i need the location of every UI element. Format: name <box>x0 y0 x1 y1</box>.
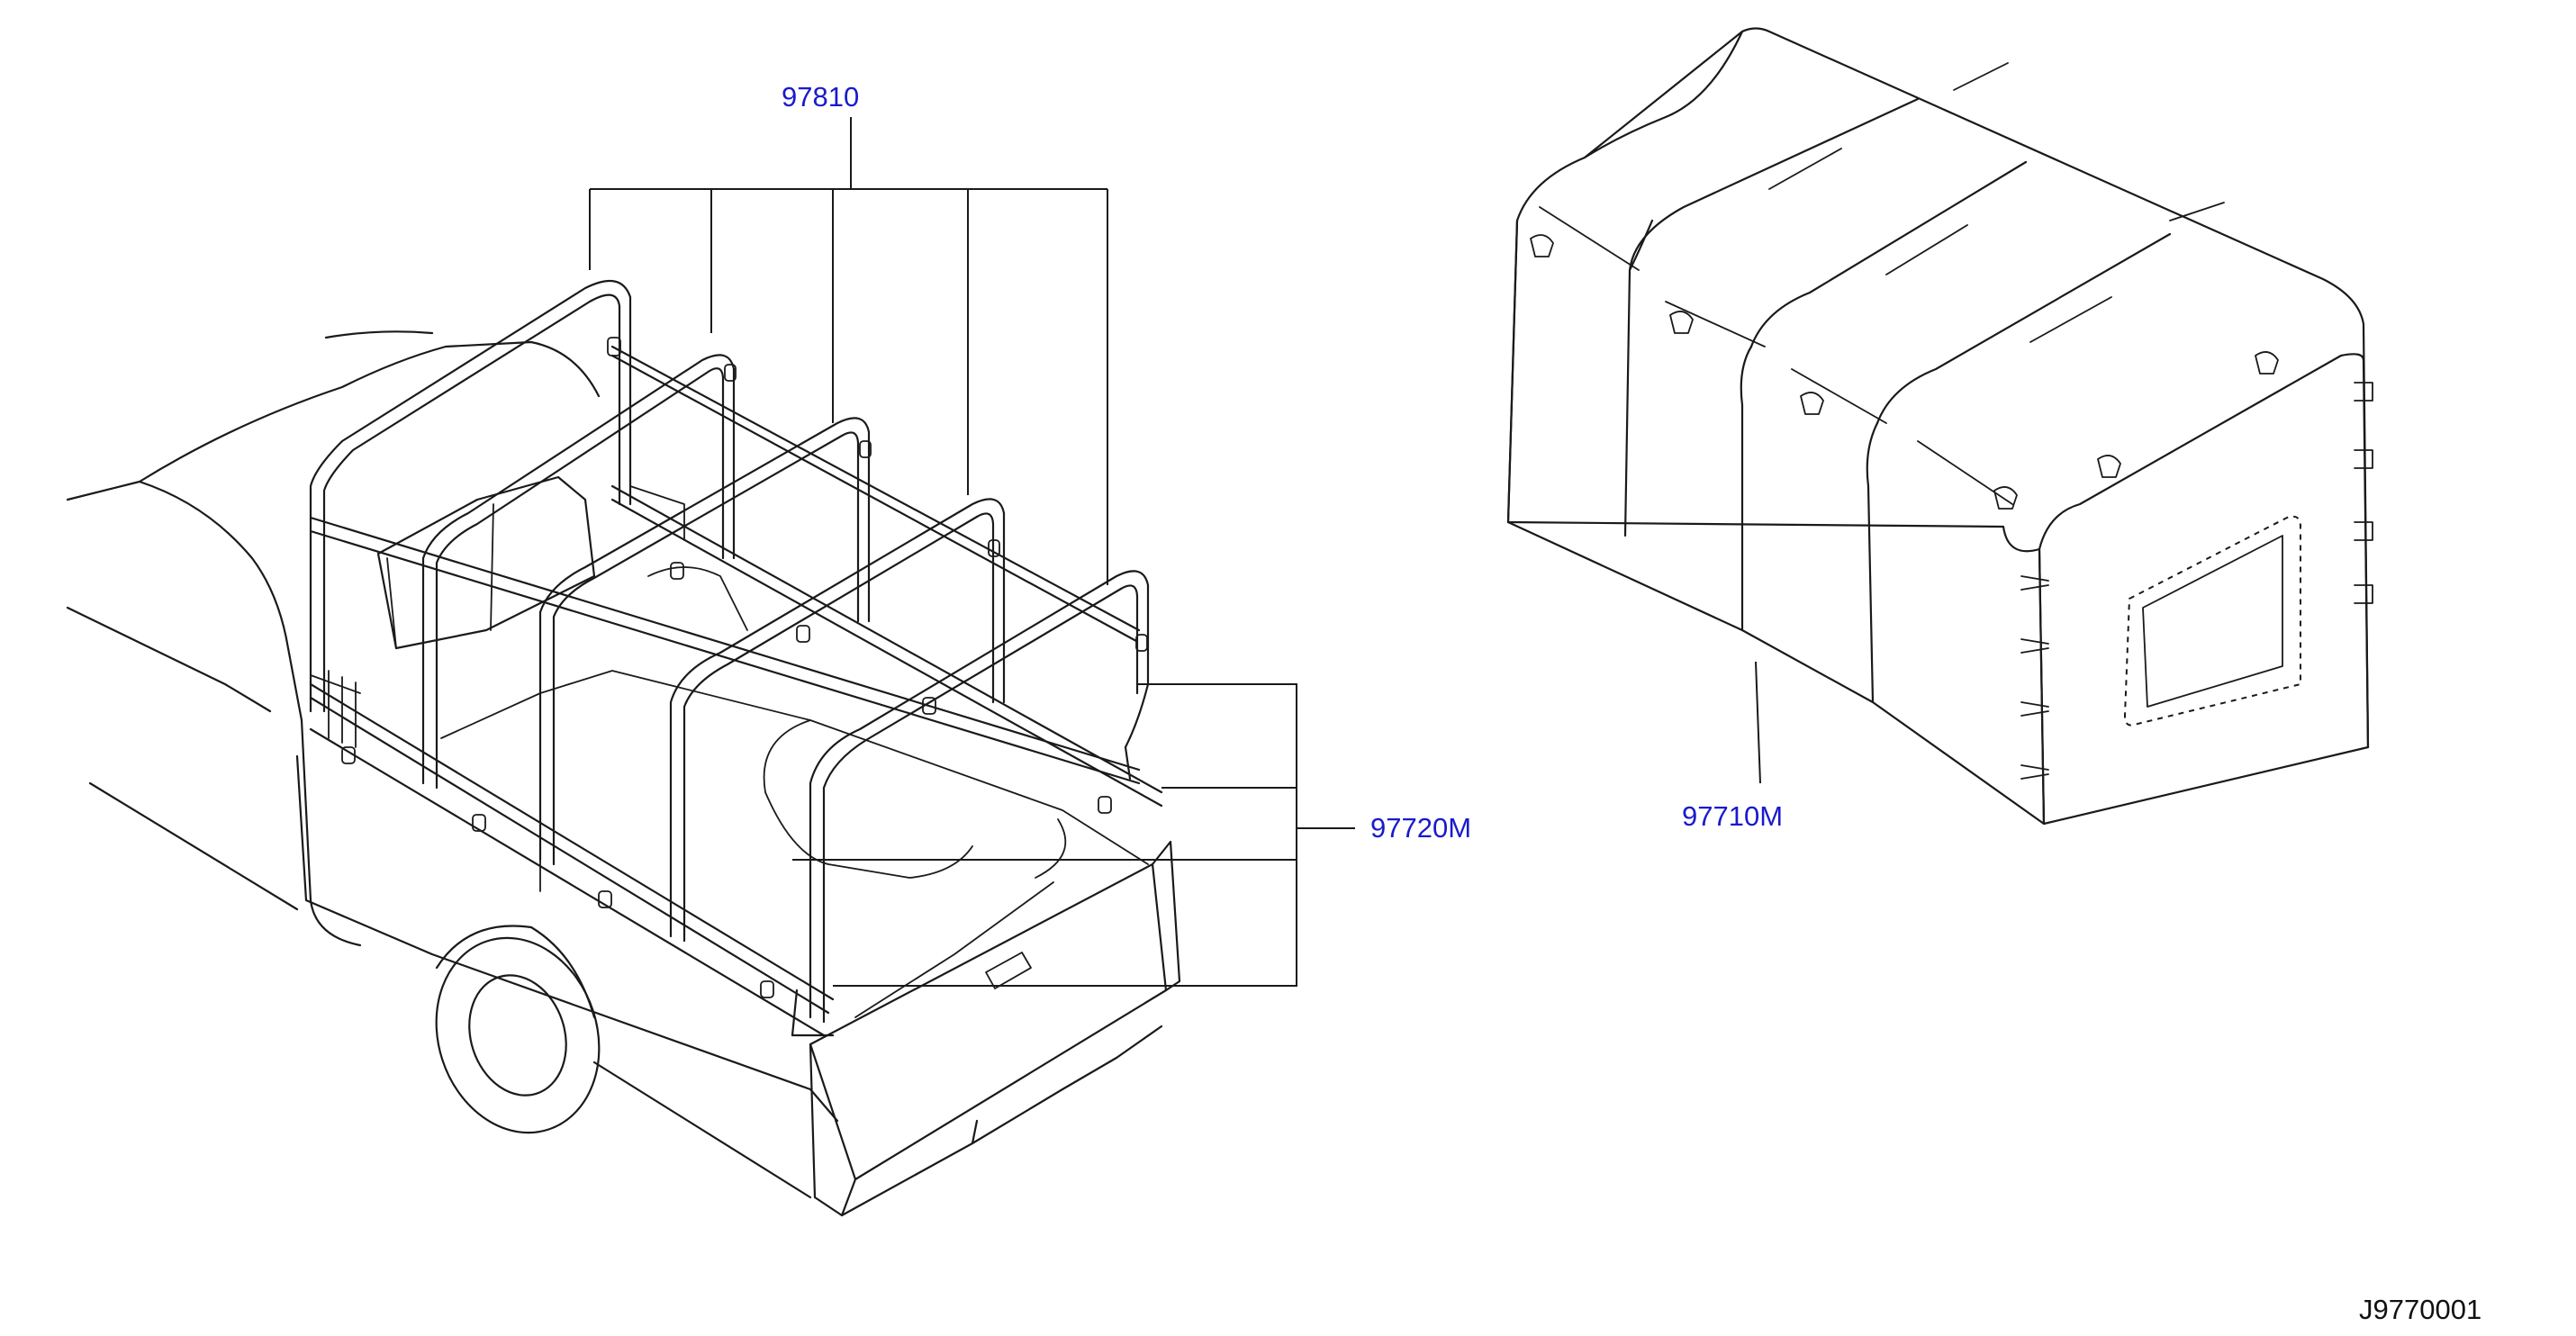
leader-lines <box>589 117 1761 987</box>
leader-97720m <box>792 683 1355 987</box>
callout-97810: 97810 <box>782 81 859 113</box>
cover-fasteners <box>1530 234 2373 780</box>
leader-97710m <box>1755 661 1761 784</box>
callout-97720m: 97720M <box>1370 812 1471 844</box>
pickup-truck-illustration <box>66 330 1181 1217</box>
cargo-frame-bows <box>309 279 1163 1037</box>
callout-97710m: 97710M <box>1682 800 1783 832</box>
leader-97810 <box>589 117 1108 585</box>
figure-code: J9770001 <box>2359 1294 2481 1325</box>
canvas-cover-illustration <box>1506 27 2373 826</box>
